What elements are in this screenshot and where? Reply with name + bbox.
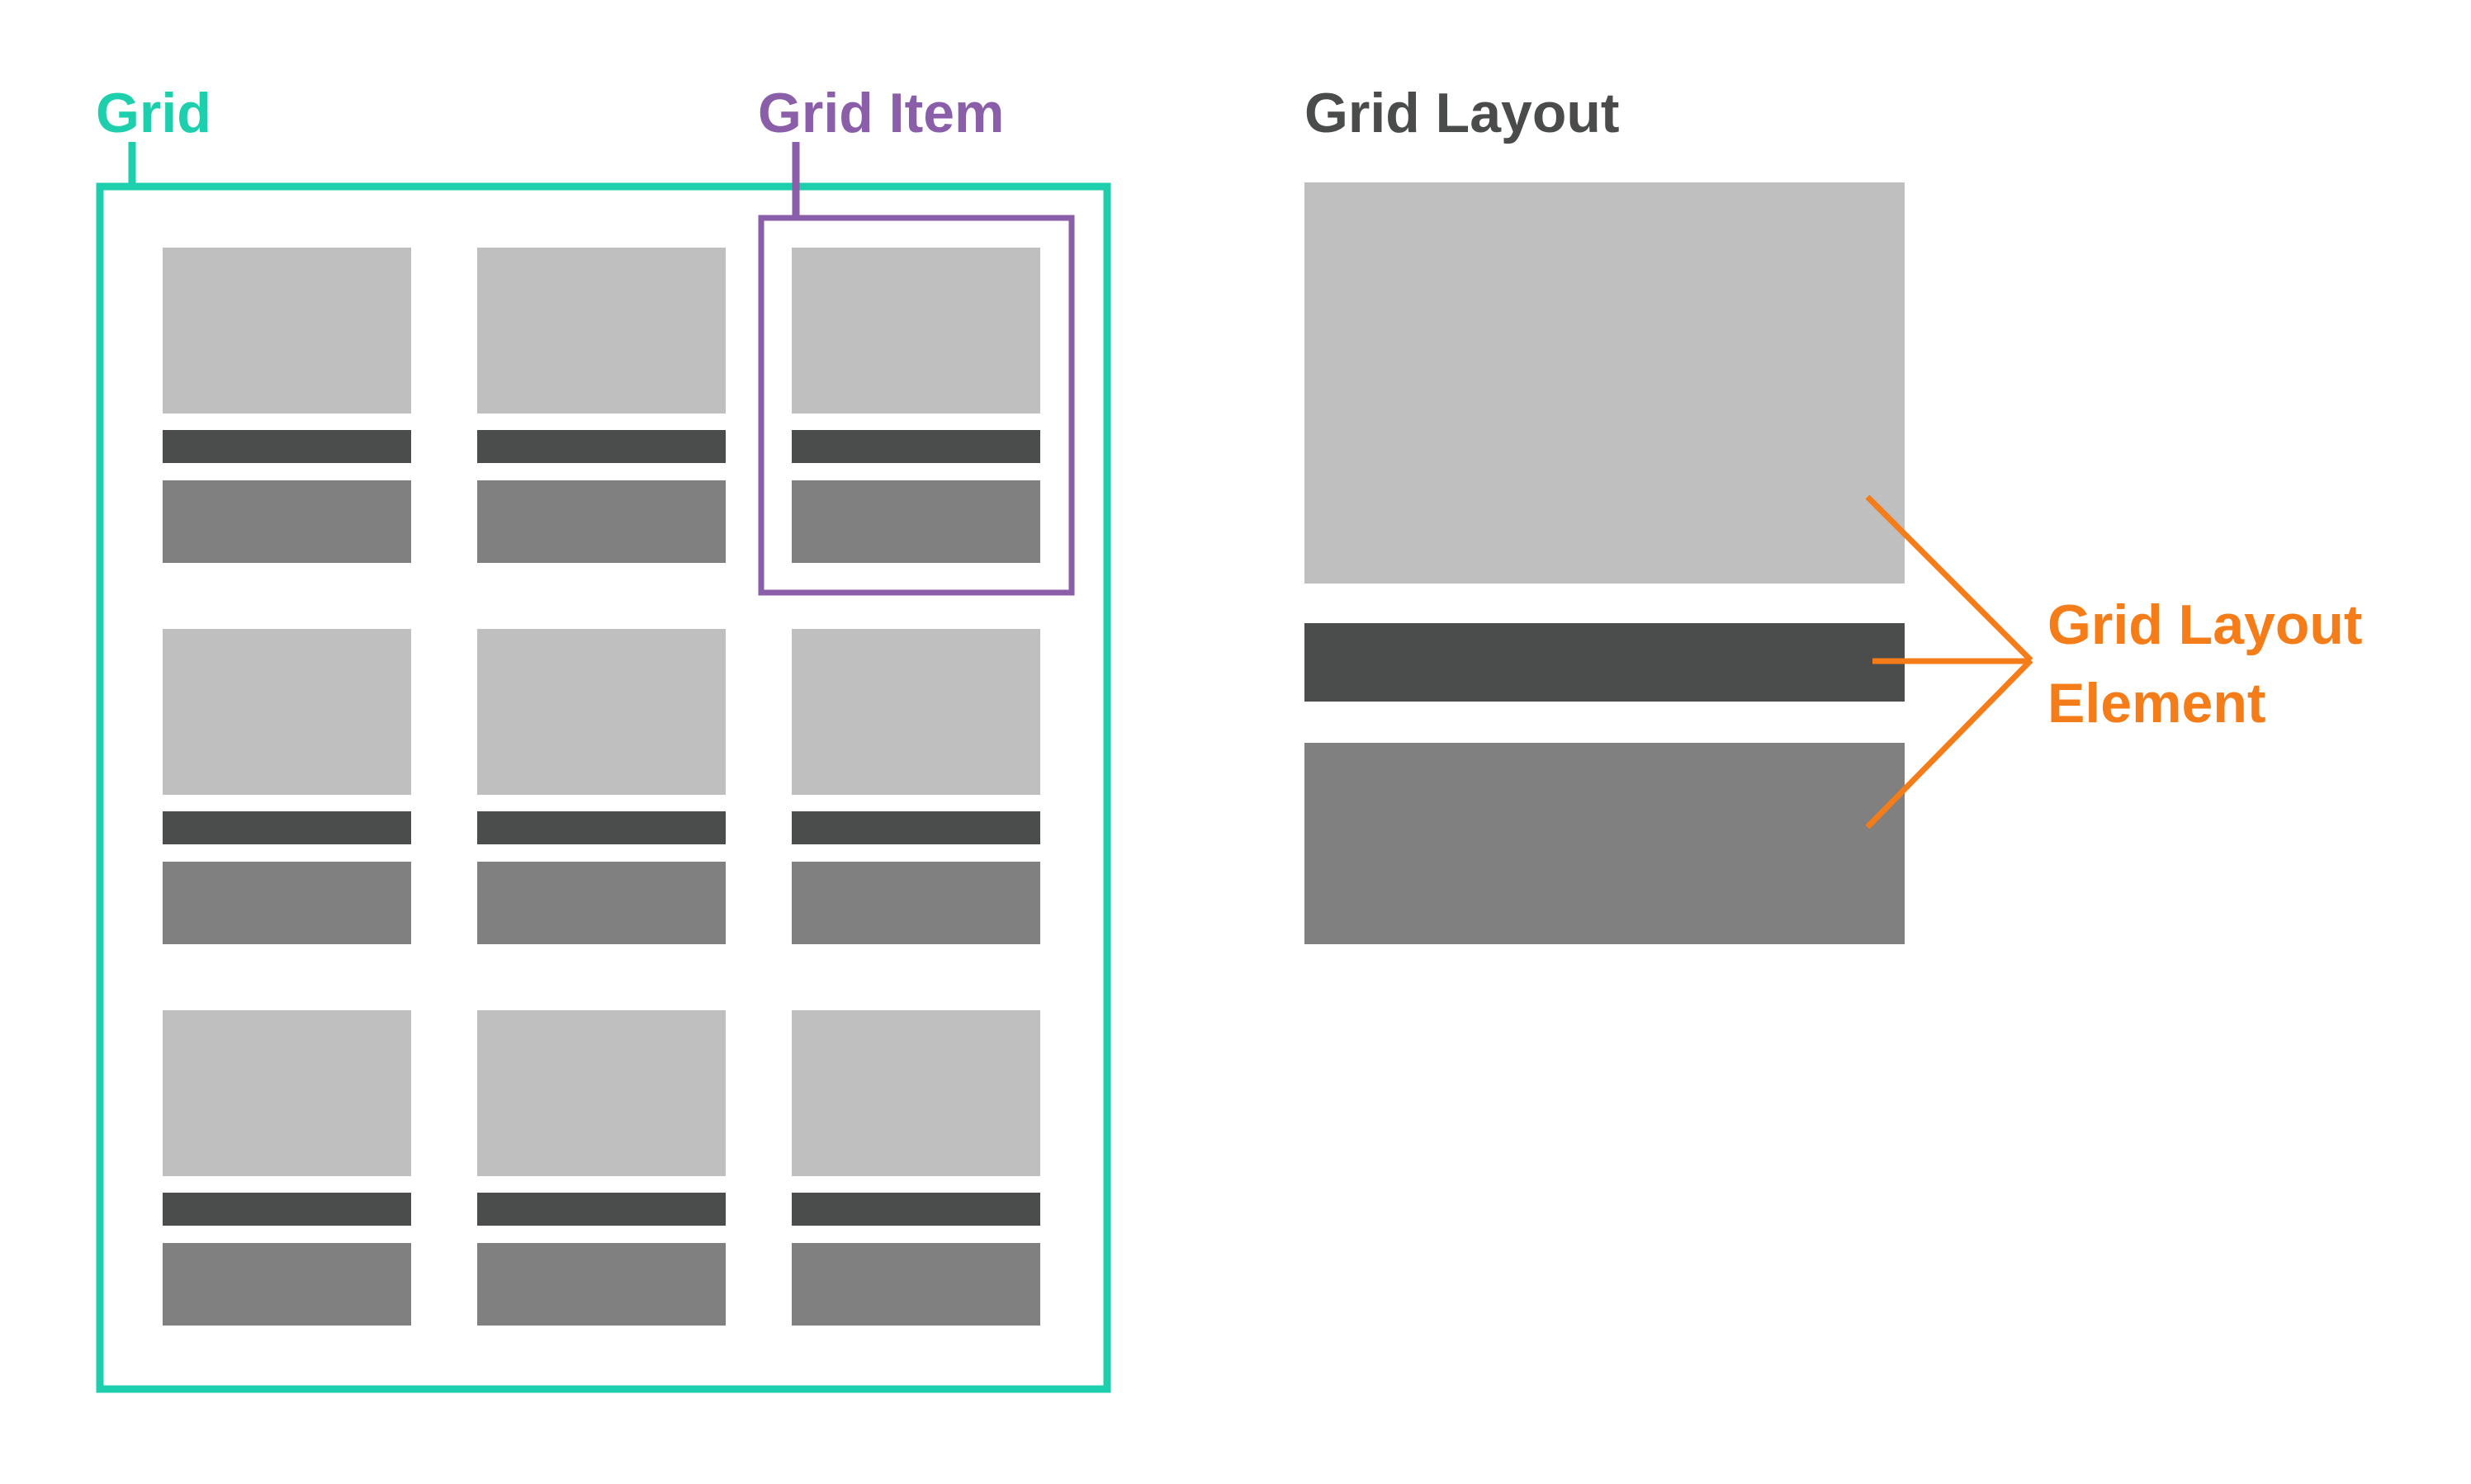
grid-item-image-block <box>477 1010 726 1176</box>
pointer-line-text <box>1865 658 2033 829</box>
grid-item-text-block <box>163 480 411 563</box>
grid-item-image-block <box>163 1010 411 1176</box>
grid-item <box>163 629 411 944</box>
grid-item-title-bar <box>477 811 726 844</box>
grid-layout-element-label-line2: Element <box>2047 672 2266 735</box>
grid-item-image-block <box>792 629 1040 795</box>
grid-outline <box>96 182 1111 1393</box>
grid-item-text-block <box>163 862 411 944</box>
grid-item-title-bar <box>792 430 1040 463</box>
grid-item-text-block <box>792 1243 1040 1326</box>
grid-item-text-block <box>477 1243 726 1326</box>
grid-item <box>477 1010 726 1326</box>
grid-item <box>792 1010 1040 1326</box>
grid-layout-text-block <box>1304 743 1905 944</box>
grid-item-outline <box>758 215 1075 596</box>
grid-item-title-bar <box>792 811 1040 844</box>
grid-item <box>477 248 726 563</box>
grid-item-text-block <box>477 480 726 563</box>
grid-item-text-block <box>792 862 1040 944</box>
grid-item <box>163 248 411 563</box>
grid-item-text-block <box>792 480 1040 563</box>
grid-item-title-bar <box>163 811 411 844</box>
grid-item-title-bar <box>163 1193 411 1226</box>
grid-item <box>792 248 1040 563</box>
grid-cells <box>163 248 1040 1326</box>
grid-item-title-bar <box>163 430 411 463</box>
grid-item-title-bar <box>477 1193 726 1226</box>
grid-item-text-block <box>477 862 726 944</box>
grid-item-image-block <box>163 629 411 795</box>
grid-layout-element-pointer <box>1865 494 2033 829</box>
grid-item-text-block <box>163 1243 411 1326</box>
grid-layout-title: Grid Layout <box>1304 82 1620 144</box>
grid-item <box>477 629 726 944</box>
grid-layout-title-bar <box>1304 623 1905 702</box>
grid-item-image-block <box>163 248 411 414</box>
grid-layout-element-label-line1: Grid Layout <box>2047 593 2363 656</box>
grid-item-image-block <box>477 629 726 795</box>
grid-label: Grid <box>96 82 211 144</box>
grid-item-title-bar <box>792 1193 1040 1226</box>
grid-item <box>163 1010 411 1326</box>
grid-item <box>792 629 1040 944</box>
grid-layout-example <box>1304 182 1905 944</box>
grid-item-title-bar <box>477 430 726 463</box>
grid-item-label: Grid Item <box>758 82 1005 144</box>
pointer-line-image <box>1865 494 2033 663</box>
grid-item-image-block <box>792 248 1040 414</box>
grid-layout-image-block <box>1304 182 1905 584</box>
grid-item-image-block <box>792 1010 1040 1176</box>
grid-item-image-block <box>477 248 726 414</box>
